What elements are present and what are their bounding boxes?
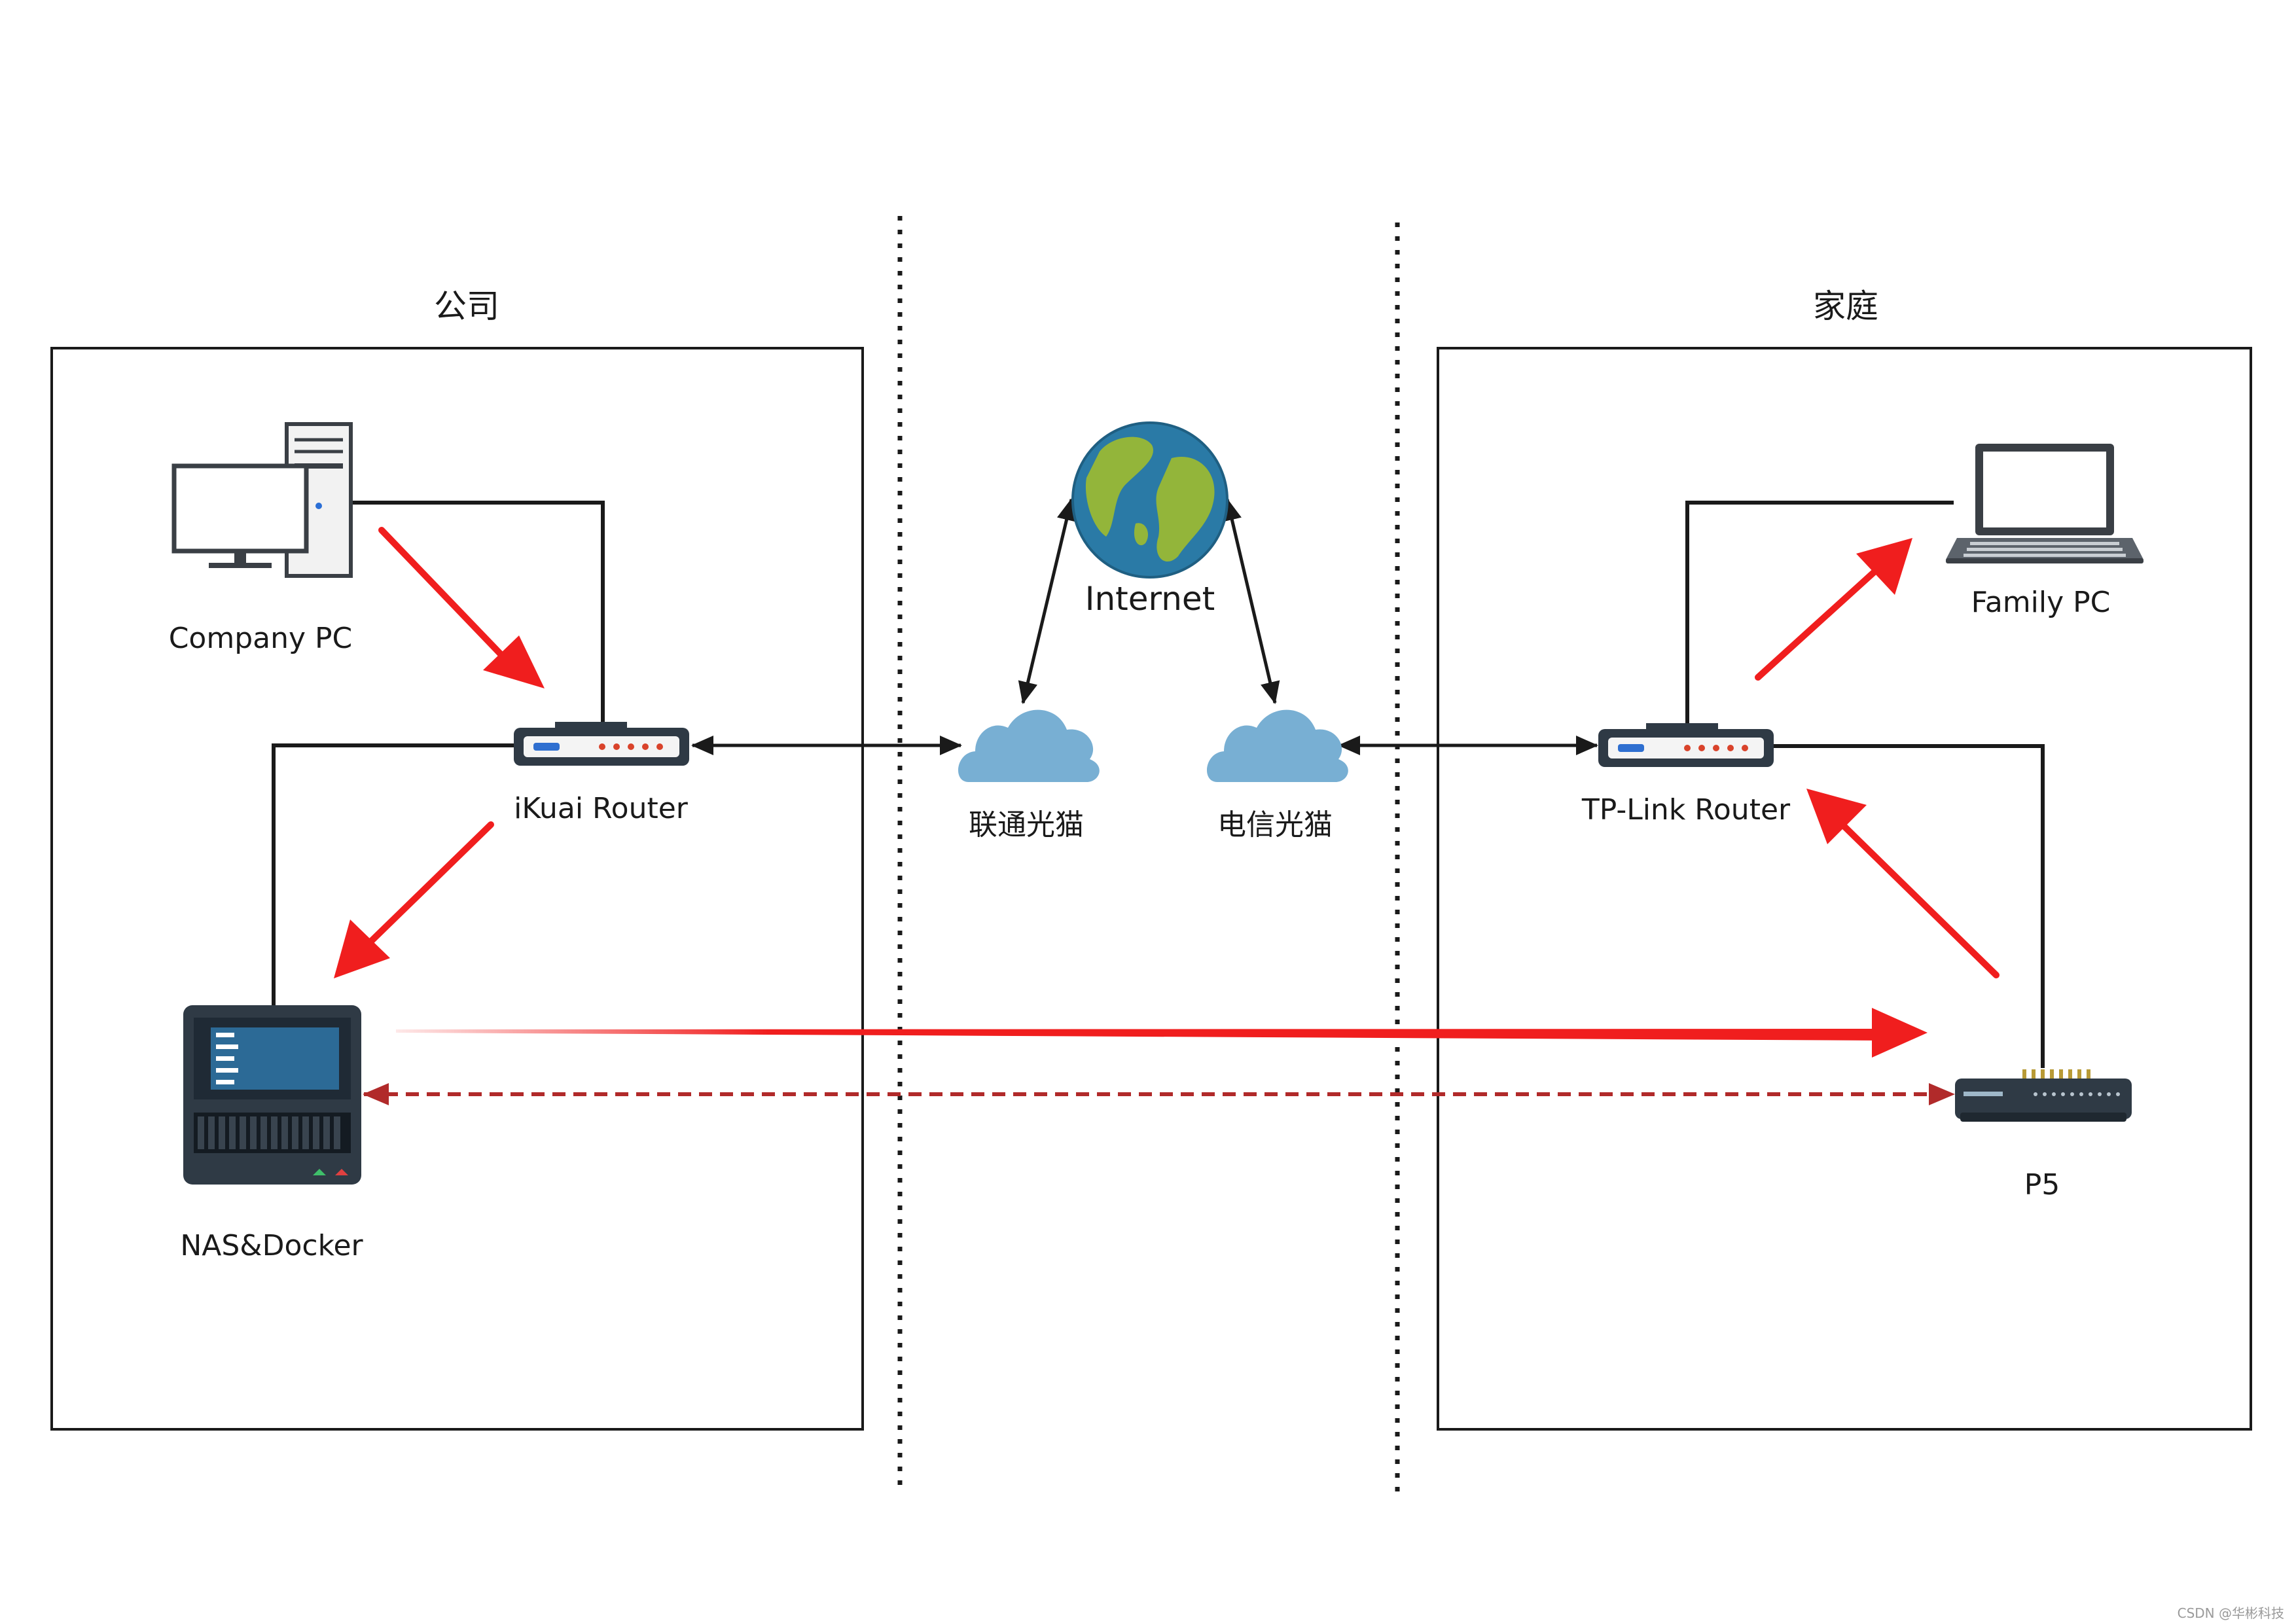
ikuai-router-label: iKuai Router	[514, 792, 689, 825]
internet-label: Internet	[1085, 580, 1215, 618]
tplink-router[interactable]: TP-Link Router	[1581, 723, 1791, 827]
nas-docker[interactable]: NAS&Docker	[180, 1005, 364, 1262]
red-arrow-companypc-to-ikuai	[378, 527, 545, 688]
laptop-icon	[1946, 444, 2144, 563]
nas-server-icon	[183, 1005, 361, 1185]
ikuai-router[interactable]: iKuai Router	[514, 722, 689, 825]
telecom-modem[interactable]: 电信光猫	[1206, 709, 1348, 842]
red-arrow-tplink-to-familypc	[1755, 538, 1912, 681]
internet[interactable]: Internet	[1071, 421, 1229, 618]
link-familypc-tplink	[1685, 501, 1954, 724]
tplink-router-label: TP-Link Router	[1581, 793, 1791, 827]
globe-icon	[1071, 421, 1229, 579]
router-icon	[514, 722, 689, 766]
link-companypc-ikuai	[347, 501, 605, 723]
red-arrow-ikuai-to-nas	[334, 821, 494, 978]
home-zone-box	[1437, 347, 2252, 1431]
desktop-computer-icon	[171, 422, 353, 578]
nas-docker-label: NAS&Docker	[180, 1229, 363, 1262]
red-arrow-nas-to-p5	[396, 1008, 1928, 1058]
company-pc[interactable]: Company PC	[169, 422, 353, 655]
p5-device[interactable]: P5	[1955, 1069, 2132, 1202]
family-pc-label: Family PC	[1971, 586, 2111, 619]
cloud-icon	[1206, 709, 1348, 782]
company-zone-title: 公司	[434, 287, 499, 325]
unicom-modem[interactable]: 联通光猫	[958, 709, 1100, 842]
family-pc[interactable]: Family PC	[1946, 444, 2144, 619]
network-switch-icon	[1955, 1069, 2132, 1122]
link-unicom-internet	[1018, 498, 1077, 704]
link-internet-telecom	[1222, 498, 1280, 704]
link-ikuai-nas	[272, 743, 514, 1008]
watermark: CSDN @华彬科技	[2178, 1605, 2284, 1621]
home-zone-title: 家庭	[1813, 287, 1878, 325]
cloud-icon	[958, 709, 1100, 782]
red-arrow-p5-to-tplink	[1806, 789, 2000, 978]
link-tplink-p5	[1774, 744, 2045, 1068]
router-icon	[1598, 723, 1774, 767]
company-pc-label: Company PC	[169, 622, 353, 655]
telecom-modem-label: 电信光猫	[1217, 808, 1333, 842]
company-zone-box	[50, 347, 864, 1431]
unicom-modem-label: 联通光猫	[969, 808, 1084, 842]
p5-label: P5	[2024, 1168, 2060, 1202]
